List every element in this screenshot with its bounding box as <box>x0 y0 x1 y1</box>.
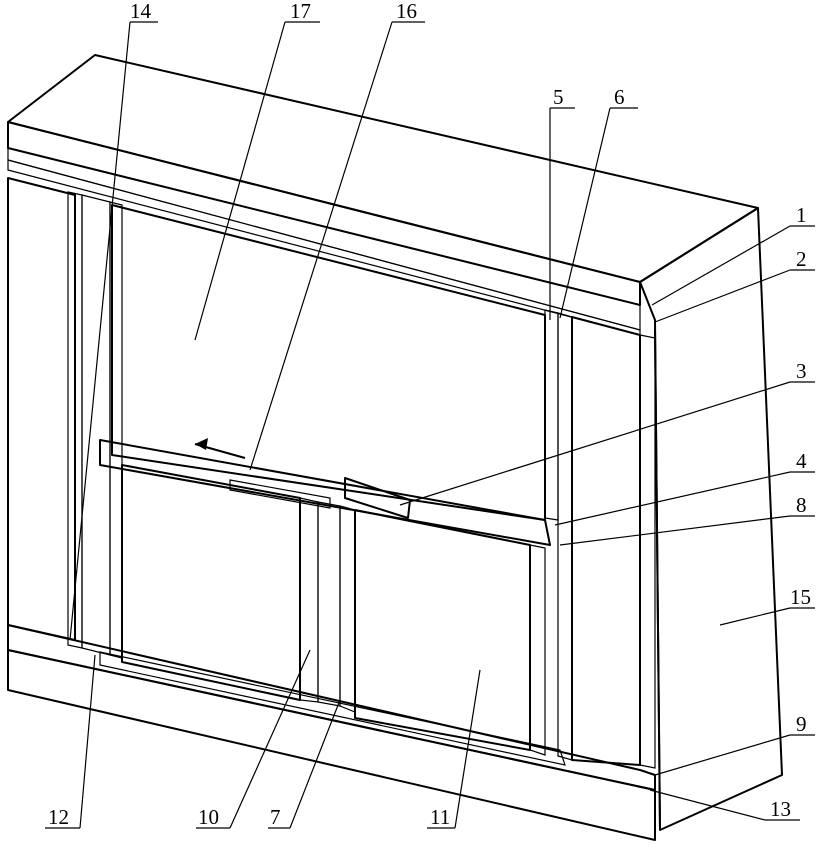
label-11: 11 <box>430 805 450 829</box>
label-4: 4 <box>796 449 807 473</box>
label-8: 8 <box>796 493 807 517</box>
label-16: 16 <box>396 0 417 23</box>
leader-lines <box>45 21 815 829</box>
label-12: 12 <box>48 805 69 829</box>
label-7: 7 <box>270 805 281 829</box>
label-15: 15 <box>790 585 811 609</box>
label-5: 5 <box>553 85 564 109</box>
top-slab <box>7 54 759 336</box>
left-column <box>67 191 123 659</box>
label-9: 9 <box>796 712 807 736</box>
right-insulation-panel <box>571 316 656 769</box>
middle-beam <box>99 438 551 546</box>
label-6: 6 <box>614 85 625 109</box>
label-1: 1 <box>796 203 807 227</box>
right-column <box>529 309 573 761</box>
label-17: 17 <box>290 0 311 23</box>
label-2: 2 <box>796 247 807 271</box>
lower-left-panel <box>121 464 301 701</box>
lower-right-panel <box>354 509 531 751</box>
label-14: 14 <box>130 0 152 23</box>
label-10: 10 <box>198 805 219 829</box>
label-13: 13 <box>770 797 791 821</box>
side-concrete-block <box>639 207 783 831</box>
bottom-slab <box>7 624 656 841</box>
upper-insulation-panel <box>111 204 546 521</box>
left-wall-panel <box>7 177 76 641</box>
part-labels: 14 17 16 5 6 1 2 3 4 8 15 9 13 12 10 7 1… <box>48 0 811 829</box>
label-3: 3 <box>796 359 807 383</box>
middle-column <box>299 497 356 713</box>
